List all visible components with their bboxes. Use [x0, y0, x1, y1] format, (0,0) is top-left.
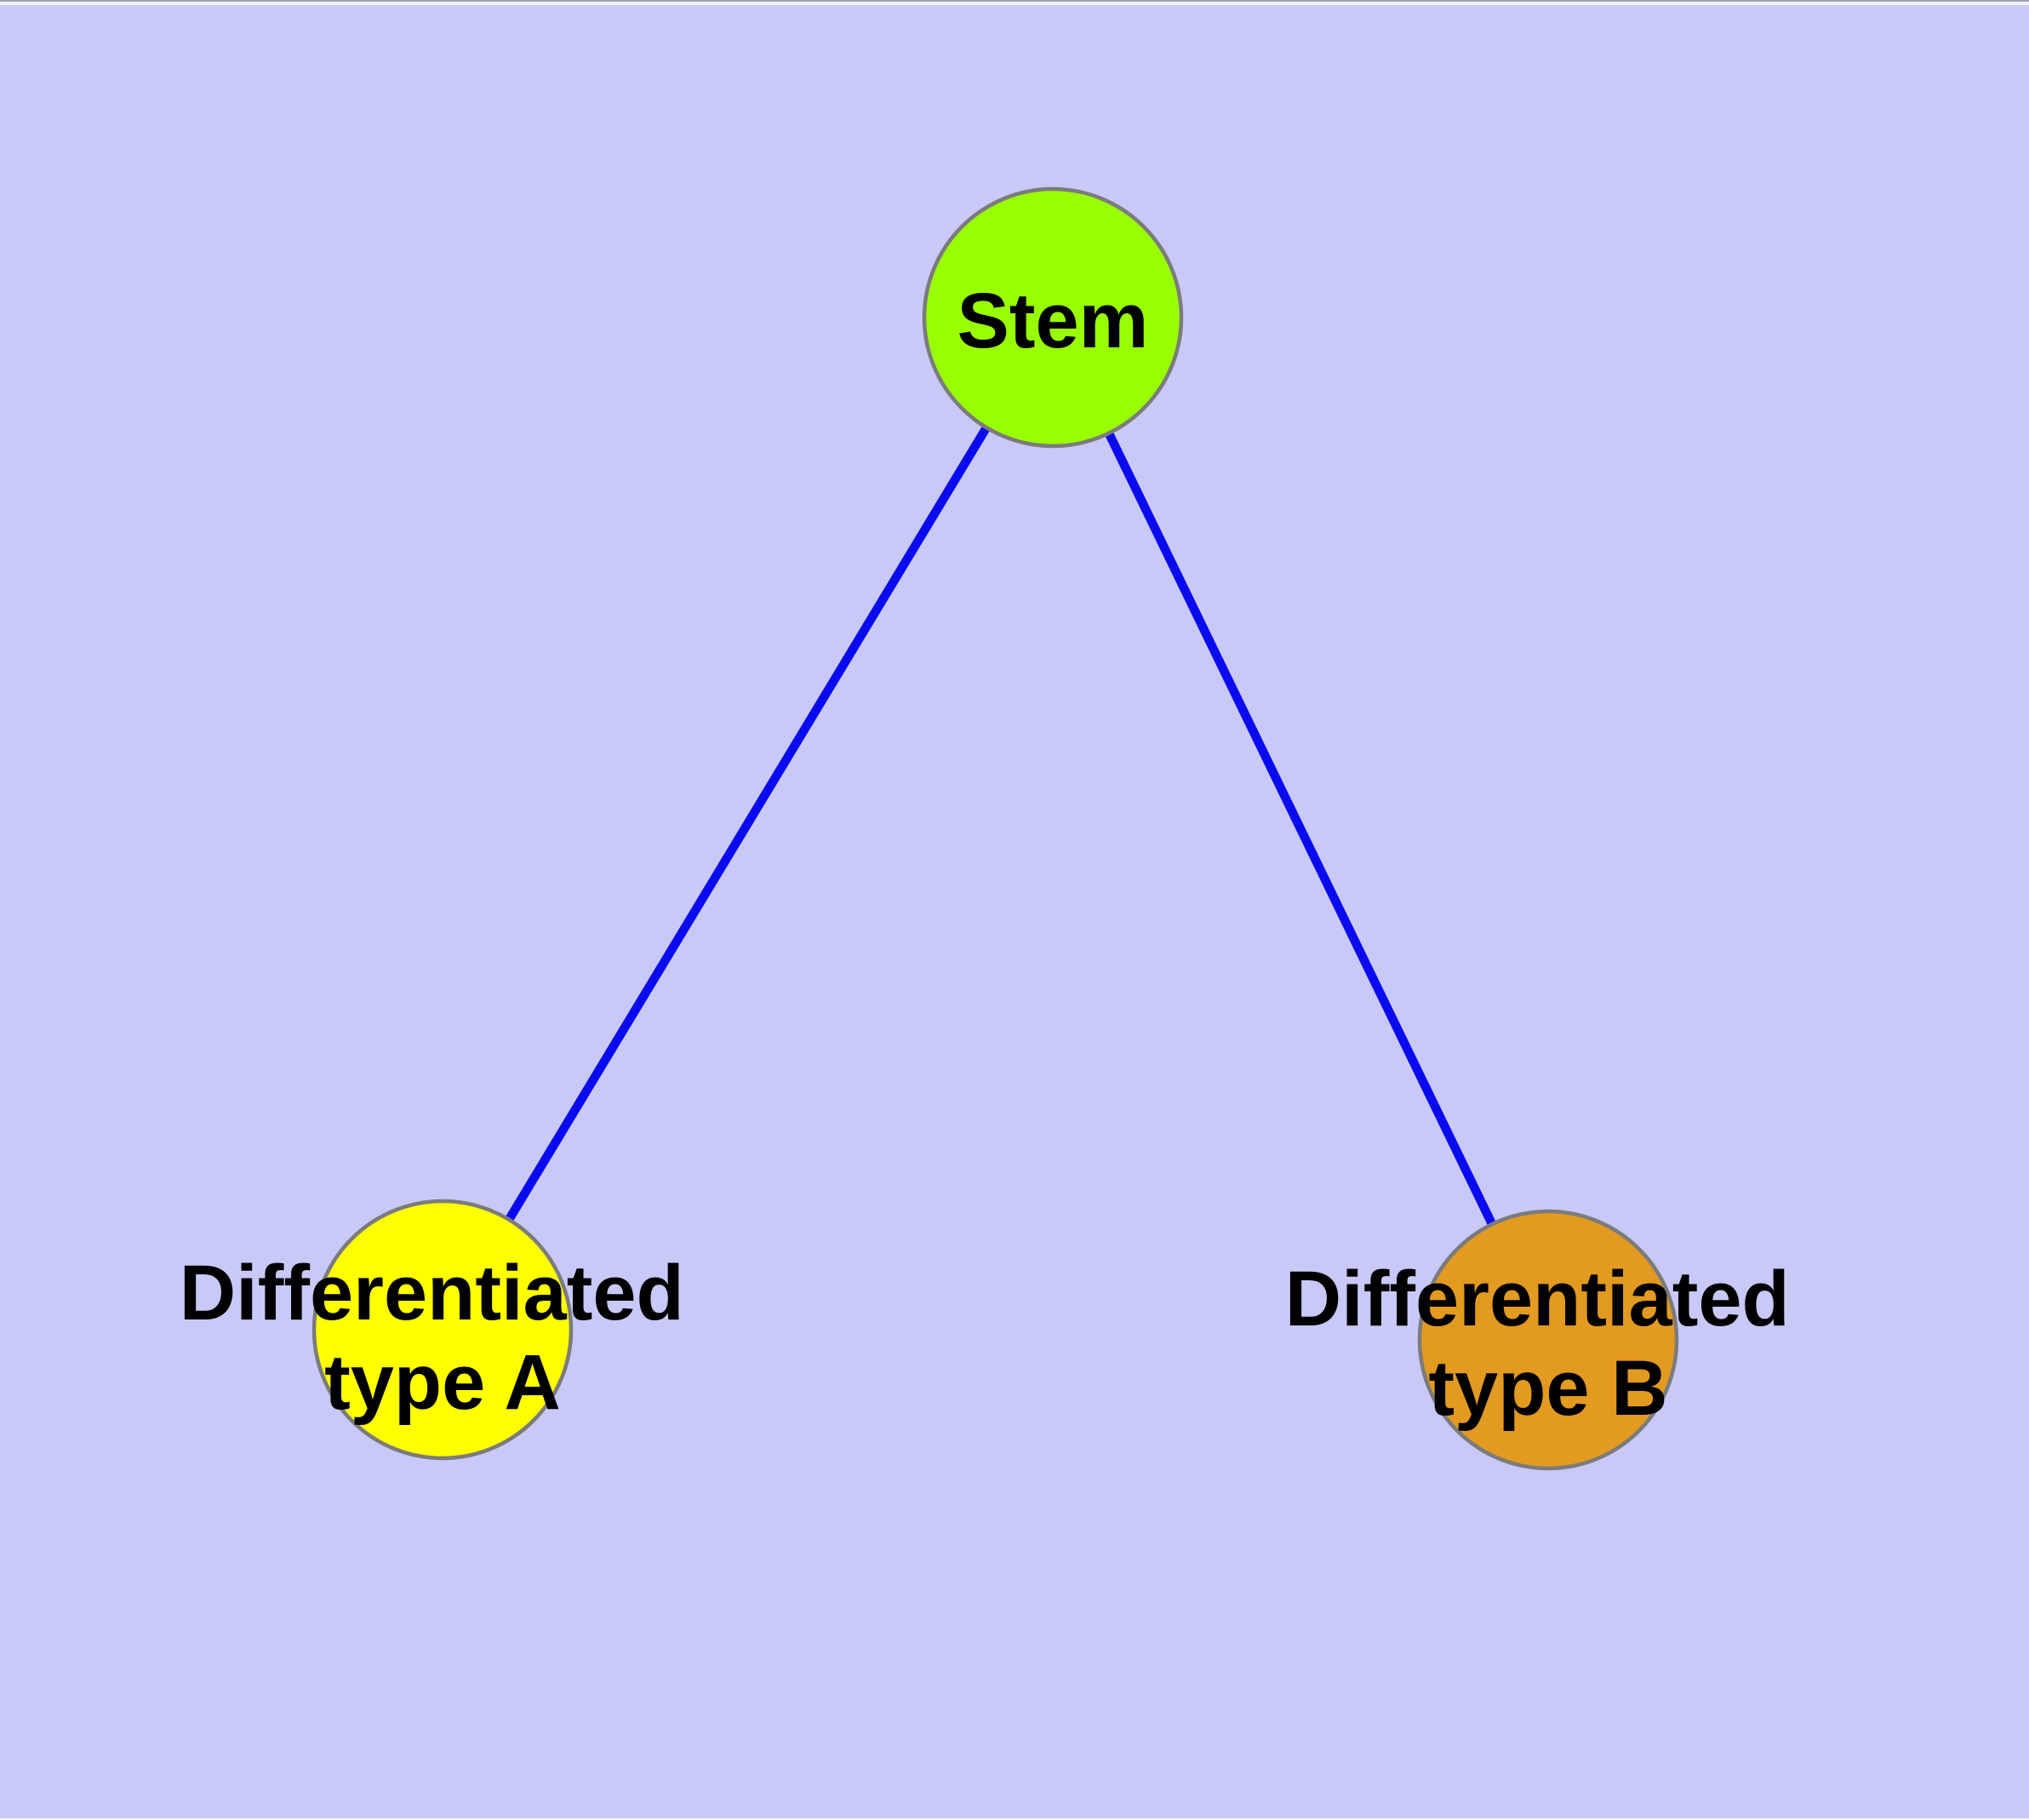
node-stem[interactable]: [922, 186, 1184, 449]
node-differentiated-type-b-label-line1: Differentiated: [1285, 1256, 1790, 1342]
edge-stem-to-type-b: [1049, 315, 1552, 1342]
node-differentiated-type-a-label-line1: Differentiated: [180, 1250, 684, 1336]
node-differentiated-type-b-label: Differentiated type B: [1285, 1256, 1812, 1432]
node-differentiated-type-a-label: Differentiated type A: [180, 1250, 706, 1426]
edge-stem-to-type-a: [438, 315, 1057, 1332]
node-differentiated-type-a[interactable]: [311, 1199, 574, 1461]
node-differentiated-type-b-label-line2: type B: [1428, 1345, 1667, 1432]
node-differentiated-type-b[interactable]: [1417, 1209, 1679, 1471]
window-top-edge: [0, 0, 2029, 5]
window-bottom-edge: [0, 1818, 2029, 1820]
node-stem-label: Stem: [957, 278, 1149, 364]
node-differentiated-type-a-label-line2: type A: [324, 1339, 561, 1426]
